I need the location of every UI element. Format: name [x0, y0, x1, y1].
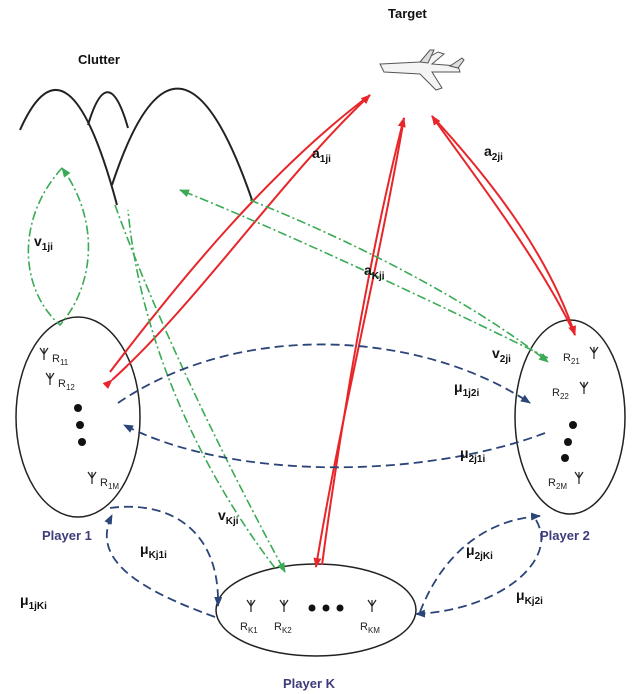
- antenna-label-r11: R11: [52, 353, 69, 367]
- link-mu2K: [419, 512, 541, 613]
- label-muK2: μKj2i: [516, 587, 543, 607]
- link-mu12: [117, 343, 531, 404]
- dot: [74, 404, 82, 412]
- link-a1-to-target: [102, 94, 371, 390]
- dot: [336, 604, 344, 612]
- label-muK1: μKj1i: [140, 541, 167, 561]
- player-1-label: Player 1: [42, 528, 92, 543]
- link-a2-return: [431, 115, 576, 336]
- label-mu21: μ2j1i: [460, 445, 485, 465]
- dot: [322, 604, 330, 612]
- clutter-shape: [19, 87, 253, 206]
- player-k-ellipse: [215, 563, 417, 657]
- link-muK1: [104, 514, 216, 618]
- antenna-icon: [87, 471, 97, 484]
- label-vK: vKji: [218, 507, 239, 527]
- antenna-icon: [367, 599, 377, 612]
- antenna-icon: [574, 471, 584, 484]
- player-k-label: Player K: [283, 676, 336, 691]
- antenna-label-r2m: R2M: [548, 477, 567, 491]
- dot: [569, 421, 577, 429]
- label-a2: a2ji: [484, 143, 503, 163]
- link-aK-up: [321, 117, 406, 566]
- label-v1: v1ji: [34, 233, 53, 253]
- link-a1-return: [109, 94, 371, 373]
- dot: [308, 604, 316, 612]
- link-aK-down: [313, 117, 405, 568]
- dot: [561, 454, 569, 462]
- dot: [76, 421, 84, 429]
- label-mu1K: μ1jKi: [20, 592, 47, 612]
- label-mu2K: μ2jKi: [466, 542, 493, 562]
- target-label: Target: [388, 6, 427, 21]
- dot: [564, 438, 572, 446]
- player-1-ellipse: [15, 316, 141, 518]
- aircraft-icon: [379, 49, 465, 91]
- antenna-icon: [246, 599, 256, 612]
- link-v1: [27, 167, 90, 327]
- link-a2-to-target: [431, 115, 576, 336]
- link-v2-b: [179, 189, 549, 359]
- antenna-label-r22: R22: [552, 387, 569, 401]
- antenna-icon: [279, 599, 289, 612]
- link-mu1K: [109, 505, 223, 607]
- label-a1: a1ji: [312, 145, 331, 165]
- antenna-icon: [589, 346, 599, 359]
- antenna-icon: [39, 347, 49, 360]
- antenna-icon: [579, 381, 589, 394]
- antenna-label-r1m: R1M: [100, 477, 119, 491]
- antenna-label-rk2: RK2: [274, 621, 292, 635]
- clutter-label: Clutter: [78, 52, 120, 67]
- label-aK: aKji: [364, 262, 385, 282]
- link-mu21: [123, 424, 546, 469]
- antenna-label-r21: R21: [563, 352, 580, 366]
- antenna-label-rk1: RK1: [240, 621, 258, 635]
- antenna-label-r12: R12: [58, 378, 75, 392]
- link-muK2: [415, 519, 543, 618]
- link-vK-b: [127, 209, 276, 569]
- link-v2-a: [249, 199, 549, 363]
- antenna-label-rkm: RKM: [360, 621, 380, 635]
- player-2-label: Player 2: [540, 528, 590, 543]
- label-v2: v2ji: [492, 345, 511, 365]
- label-mu12: μ1j2i: [454, 379, 479, 399]
- dot: [78, 438, 86, 446]
- antenna-icon: [45, 372, 55, 385]
